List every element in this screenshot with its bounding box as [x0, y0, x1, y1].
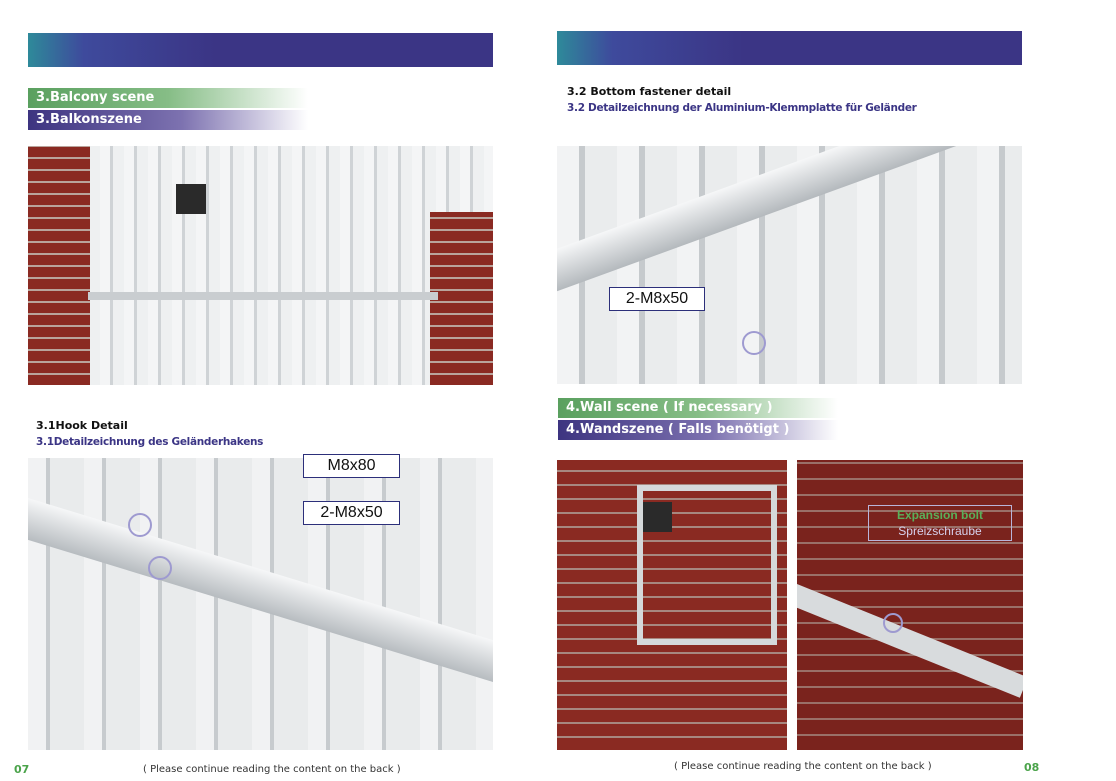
section-title-de: 3.Balkonszene — [28, 110, 308, 130]
brick-wall-right — [430, 212, 493, 385]
inverter-box — [176, 184, 206, 214]
section-title-en: 4.Wall scene ( If necessary ) — [558, 398, 838, 418]
rail — [88, 292, 438, 300]
detail-title-de: 3.1Detailzeichnung des Geländerhakens — [36, 436, 264, 448]
callout-2-m8x50: 2-M8x50 — [609, 287, 705, 311]
detail-title-en: 3.2 Bottom fastener detail — [567, 85, 732, 98]
page-number: 07 — [14, 763, 30, 776]
callout-2-m8x50: 2-M8x50 — [303, 501, 400, 525]
hook-detail-image — [28, 458, 493, 750]
expansion-bolt-en: Expansion bolt — [896, 508, 983, 522]
footer-note: ( Please continue reading the content on… — [674, 761, 932, 772]
expansion-bolt-de: Spreizschraube — [898, 524, 982, 538]
callout-m8x80: M8x80 — [303, 454, 400, 478]
bottom-fastener-image — [557, 146, 1022, 384]
mount-frame — [637, 485, 777, 645]
detail-title-en: 3.1Hook Detail — [36, 419, 128, 432]
balcony-scene-image — [28, 146, 493, 385]
callout-circle — [128, 513, 152, 537]
callout-circle — [742, 331, 766, 355]
header-banner — [557, 31, 1022, 65]
page-number: 08 — [1024, 761, 1040, 774]
handrail — [28, 498, 493, 689]
expansion-bolt-image — [797, 460, 1023, 750]
header-banner — [28, 33, 493, 67]
handrail — [557, 146, 1022, 294]
section-title-en: 3.Balcony scene — [28, 88, 308, 108]
inverter-box — [642, 502, 672, 532]
brick-wall-left — [28, 146, 90, 385]
callout-circle — [883, 613, 903, 633]
footer-note: ( Please continue reading the content on… — [143, 764, 401, 775]
expansion-bolt-label: Expansion bolt Spreizschraube — [868, 505, 1012, 541]
rail — [797, 580, 1023, 698]
callout-circle — [148, 556, 172, 580]
section-title-de: 4.Wandszene ( Falls benötigt ) — [558, 420, 838, 440]
wall-scene-image — [557, 460, 787, 750]
detail-title-de: 3.2 Detailzeichnung der Aluminium-Klemmp… — [567, 102, 917, 114]
